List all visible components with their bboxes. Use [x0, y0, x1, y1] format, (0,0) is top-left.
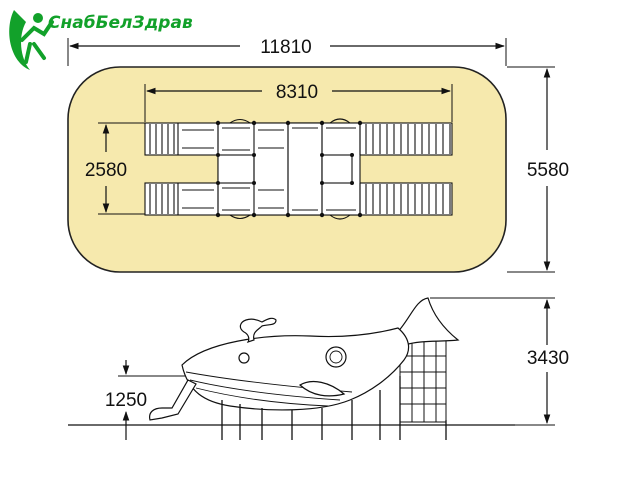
whale-spout — [239, 317, 277, 344]
dim-platform-height: 1250 — [105, 360, 190, 440]
dim-deck-width: 2580 — [85, 122, 145, 215]
dim-label-total-height: 3430 — [527, 348, 569, 369]
dim-overall-length: 11810 — [67, 37, 507, 66]
structure-top-view — [144, 118, 453, 220]
whale-body — [181, 327, 410, 411]
dim-deck-length: 8310 — [144, 82, 453, 122]
plan-view: 11810 8310 2580 5580 — [67, 37, 569, 273]
whale-eye — [238, 352, 250, 364]
dim-label-deck-width: 2580 — [85, 160, 127, 181]
whale-porthole — [325, 346, 347, 368]
dim-label-overall-width: 5580 — [527, 160, 569, 181]
dim-label-overall-length: 11810 — [260, 37, 311, 58]
dim-label-platform-height: 1250 — [105, 390, 147, 411]
whale-structure — [149, 297, 460, 440]
slide — [149, 379, 197, 421]
dim-total-height: 3430 — [430, 297, 569, 426]
dim-overall-width: 5580 — [507, 66, 569, 273]
whale-tail — [394, 297, 460, 346]
dim-label-deck-length: 8310 — [276, 82, 318, 103]
whale-fin — [298, 381, 346, 397]
brand-logo: СнабБелЗдрав — [9, 10, 193, 70]
brand-name: СнабБелЗдрав — [48, 13, 193, 33]
brand-logo-icon — [9, 10, 54, 70]
elevation-view: 3430 1250 — [68, 297, 569, 440]
